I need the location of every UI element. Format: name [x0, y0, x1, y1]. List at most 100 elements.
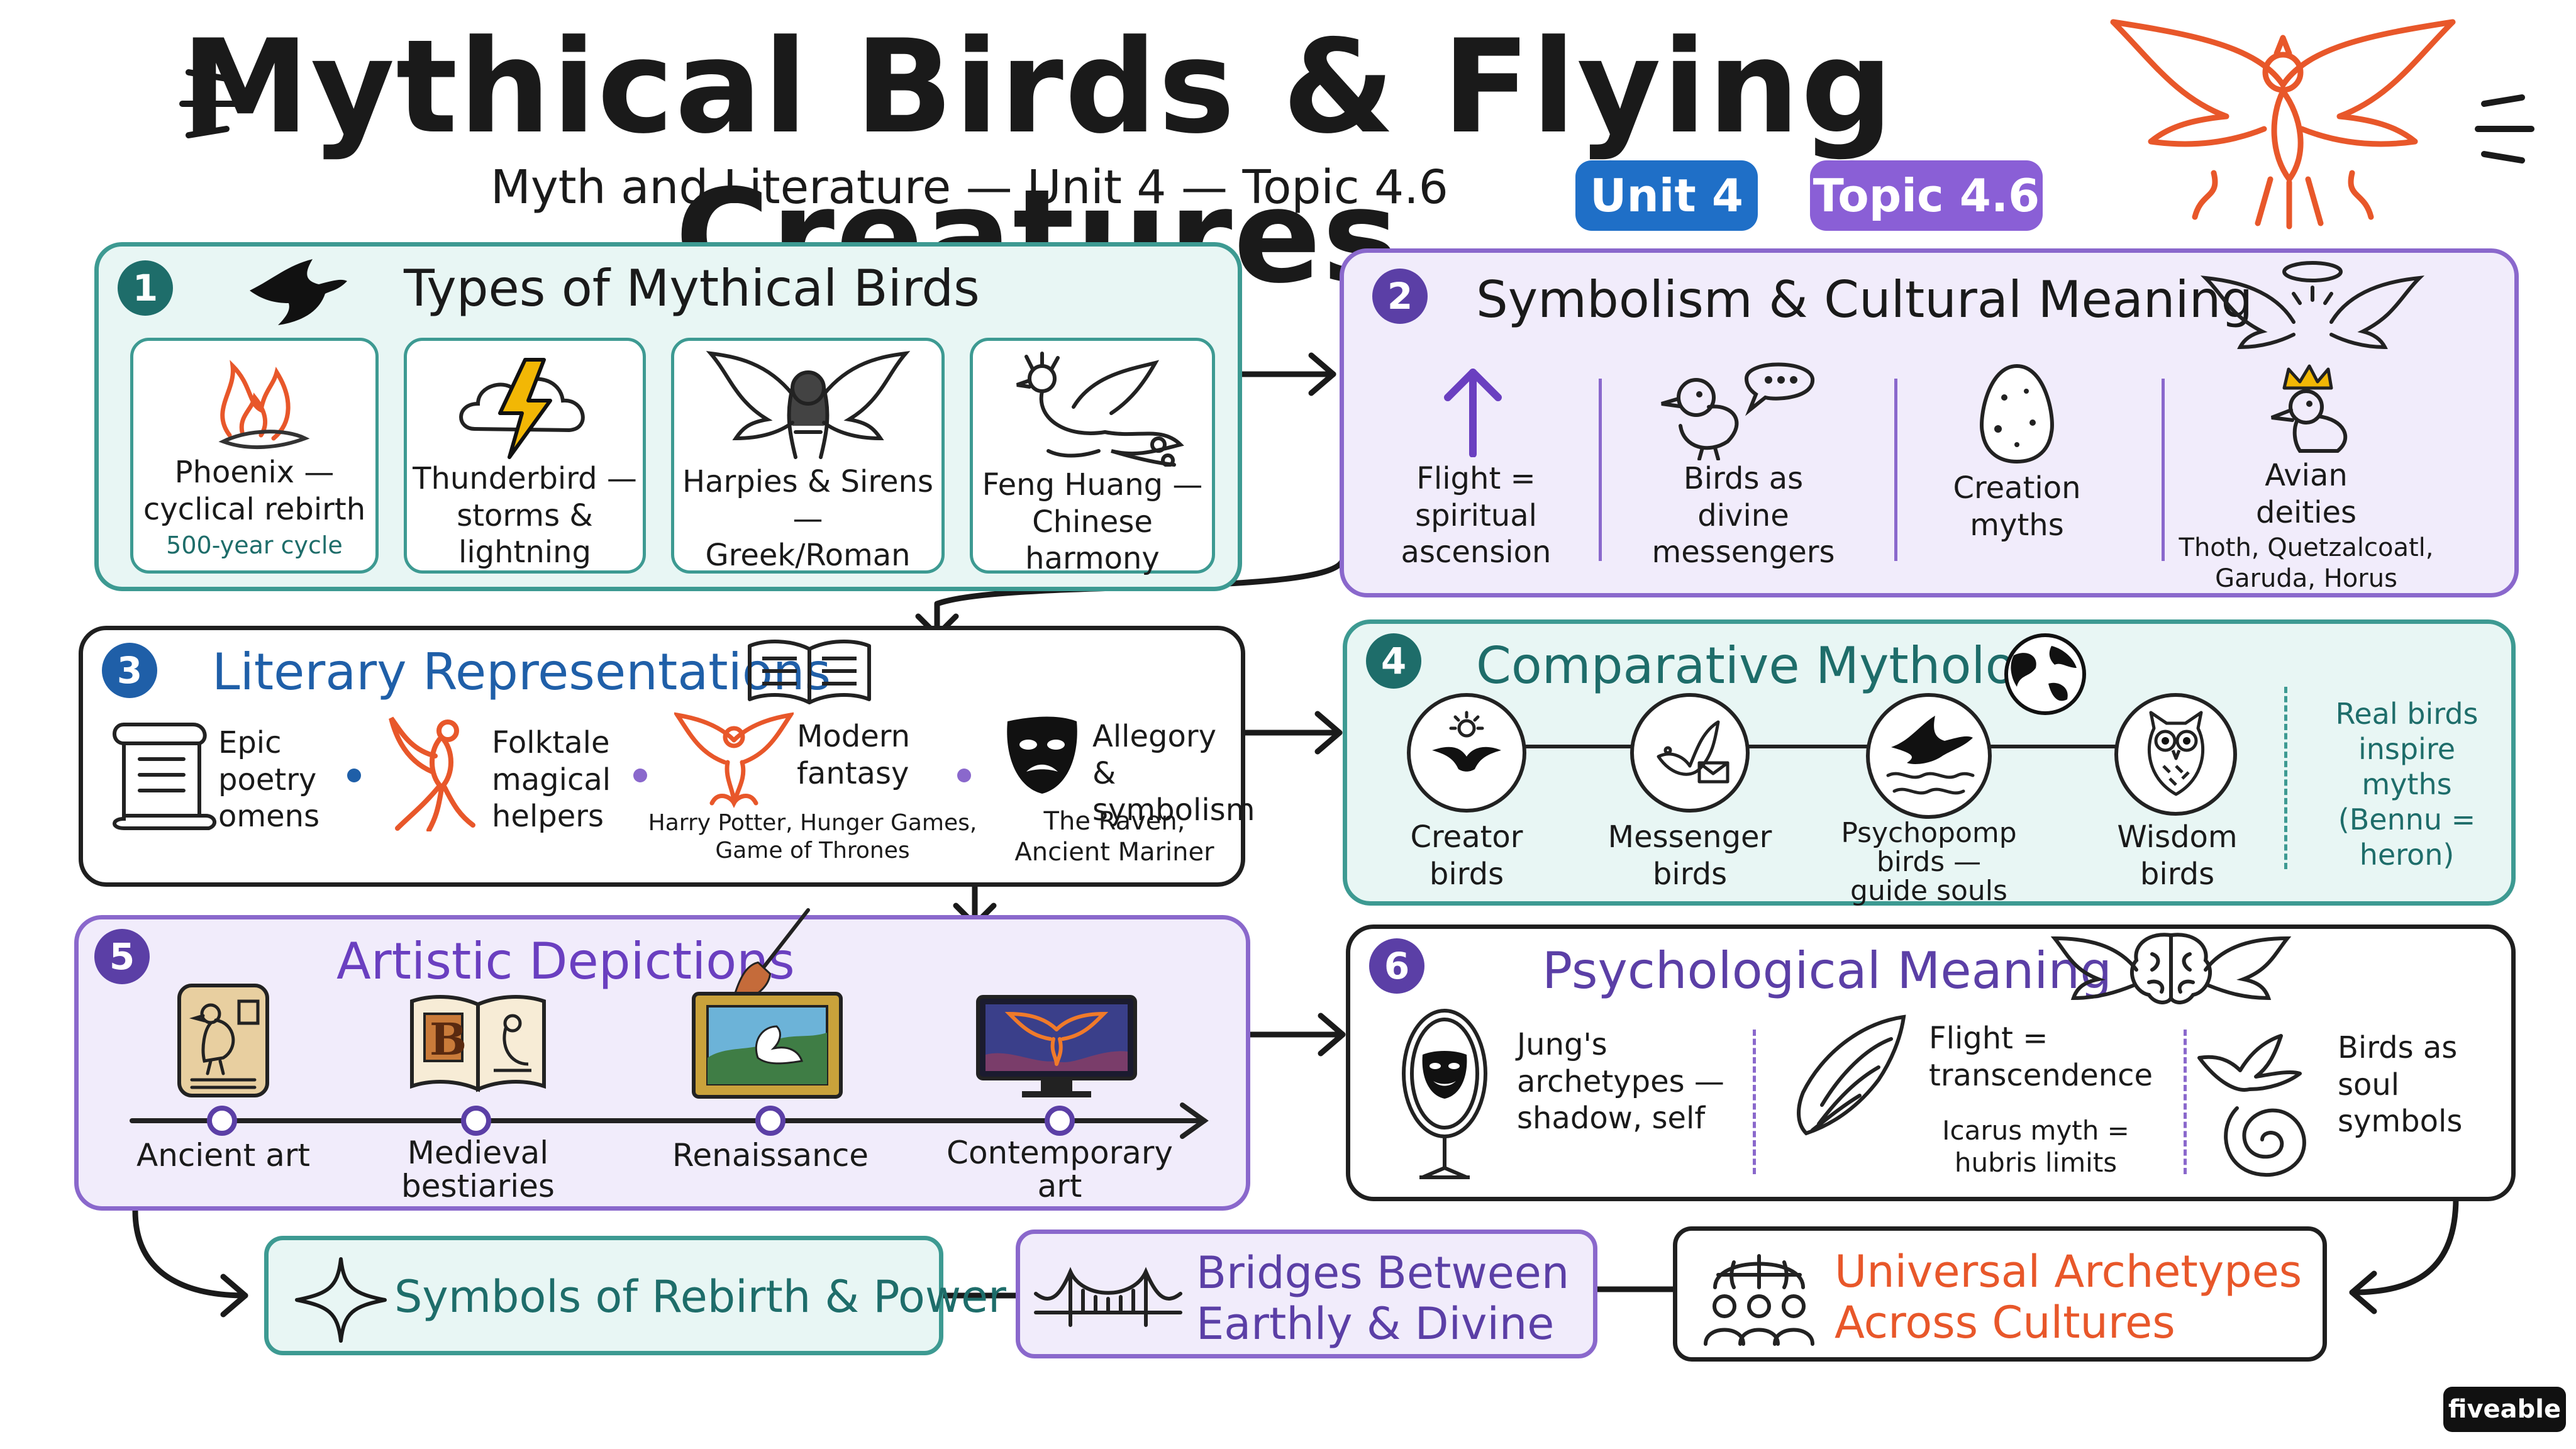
- bullet-dot: [957, 769, 971, 782]
- bridge-icon: [1033, 1262, 1184, 1331]
- divider: [1894, 379, 1897, 561]
- card-feng-huang: Feng Huang — Chinese harmony: [970, 338, 1215, 577]
- circle-psychopomp: [1866, 693, 1992, 819]
- section-title: Literary Representations: [212, 643, 831, 701]
- svg-text:B: B: [430, 1013, 467, 1065]
- timeline-medieval-bestiaries: Medieval bestiaries: [401, 1135, 555, 1204]
- sun-bird-icon: [1426, 709, 1507, 791]
- mirror-mask-icon: [1394, 1004, 1495, 1187]
- circle-wisdom: [2114, 693, 2237, 816]
- circle-messenger: [1630, 693, 1750, 813]
- item-allegory: Allegory & symbolism: [1092, 719, 1255, 828]
- item-icarus-detail: Icarus myth = hubris limits: [1942, 1115, 2129, 1179]
- section-title: Comparative Mythology: [1476, 636, 2078, 695]
- timeline-connector: [1479, 745, 2133, 748]
- egg-icon: [1973, 360, 2061, 467]
- illuminated-book-icon: B: [406, 989, 550, 1096]
- bird-over-water-icon: [1882, 713, 1976, 801]
- fiveable-logo: fiveable: [2443, 1387, 2566, 1432]
- winged-woman-icon: [704, 350, 912, 464]
- card-harpies-sirens: Harpies & Sirens — Greek/Roman: [671, 338, 945, 574]
- bottom-rebirth-power: Symbols of Rebirth & Power: [264, 1236, 1006, 1355]
- item-allegory-detail: The Raven, Ancient Mariner: [1014, 807, 1214, 867]
- lightning-cloud-icon: [450, 353, 601, 460]
- section-number: 6: [1369, 938, 1424, 994]
- bottom-label: Universal Archetypes Across Cultures: [1835, 1246, 2302, 1348]
- section-title: Artistic Depictions: [336, 932, 795, 991]
- sparkle-icon: [294, 1256, 388, 1344]
- dove-letter-icon: [1646, 713, 1734, 794]
- card-label: Feng Huang — Chinese harmony: [982, 467, 1203, 577]
- bottom-label: Symbols of Rebirth & Power: [394, 1271, 1006, 1323]
- bottom-label: Bridges Between Earthly & Divine: [1196, 1247, 1570, 1350]
- divider-dashed: [1753, 1030, 1756, 1174]
- section-number: 1: [118, 260, 173, 316]
- item-creation-myths: Creation myths: [1953, 470, 2081, 543]
- section-number: 2: [1372, 269, 1428, 324]
- owl-icon: [2141, 709, 2211, 801]
- card-phoenix: Phoenix — cyclical rebirth 500-year cycl…: [130, 338, 379, 574]
- bird-icon: [243, 253, 350, 335]
- item-epic-poetry: Epic poetry omens: [218, 725, 320, 835]
- section-title: Symbolism & Cultural Meaning: [1476, 270, 2253, 329]
- card-label: Harpies & Sirens — Greek/Roman: [682, 464, 933, 574]
- item-soul-symbols: Birds as soul symbols: [2338, 1030, 2463, 1140]
- theatre-mask-icon: [998, 712, 1086, 800]
- section-number: 3: [102, 643, 157, 698]
- monitor-phoenix-icon: [972, 992, 1141, 1102]
- section-number: 5: [94, 929, 150, 984]
- section-number: 4: [1366, 633, 1421, 689]
- item-jung-archetypes: Jung's archetypes — shadow, self: [1517, 1027, 1724, 1136]
- hieroglyph-tablet-icon: [173, 979, 274, 1105]
- talking-bird-icon: [1652, 353, 1822, 460]
- side-note-real-birds: Real birds inspire myths (Bennu = heron): [2335, 697, 2479, 872]
- timeline-contemporary-art: Contemporary art: [947, 1135, 1173, 1204]
- divider: [1599, 379, 1602, 561]
- card-label: Thunderbird — storms & lightning: [413, 461, 637, 570]
- item-folktale-helpers: Folktale magical helpers: [492, 725, 611, 835]
- item-modern-fantasy-detail: Harry Potter, Hunger Games, Game of Thro…: [648, 810, 977, 863]
- phoenix-small-icon: [674, 709, 794, 809]
- item-flight-transcendence: Flight = transcendence: [1929, 1021, 2153, 1093]
- item-psychopomp-birds: Psychopomp birds — guide souls: [1841, 817, 2017, 908]
- section-types-of-mythical-birds: 1 Types of Mythical Birds Phoenix — cycl…: [94, 242, 1242, 591]
- globe-icon: [1995, 630, 2096, 718]
- timeline-ancient-art: Ancient art: [136, 1137, 311, 1174]
- globe-people-icon: [1696, 1243, 1822, 1350]
- item-avian-deities: Avian deities: [2255, 458, 2357, 530]
- topic-badge: Topic 4.6: [1810, 160, 2043, 231]
- divider: [2162, 379, 2165, 561]
- bullet-dot: [633, 769, 647, 782]
- bullet-dot: [347, 769, 361, 782]
- wing-icon: [1784, 1011, 1916, 1143]
- divider-dashed: [2284, 687, 2287, 869]
- unit-badge: Unit 4: [1575, 160, 1758, 231]
- section-comparative-mythology: 4 Comparative Mythology Creator birds Me…: [1343, 619, 2516, 906]
- section-symbolism-cultural-meaning: 2 Symbolism & Cultural Meaning Flight = …: [1340, 248, 2519, 597]
- phoenix-icon: [2101, 9, 2465, 236]
- winged-halo-icon: [2199, 253, 2426, 360]
- bottom-universal-archetypes: Universal Archetypes Across Cultures: [1673, 1226, 2327, 1362]
- timeline-line: [130, 1102, 1209, 1139]
- item-divine-messengers: Birds as divine messengers: [1652, 461, 1835, 570]
- circle-creator: [1407, 693, 1526, 813]
- decor-lines-left: [176, 60, 245, 150]
- framed-painting-icon: [689, 989, 846, 1102]
- page-title: Mythical Birds & Flying Creatures: [180, 13, 1895, 312]
- item-messenger-birds: Messenger birds: [1607, 819, 1772, 892]
- item-flight-ascension: Flight = spiritual ascension: [1401, 461, 1552, 570]
- winged-brain-icon: [2048, 926, 2294, 1014]
- fire-bird-icon: [198, 353, 311, 454]
- item-wisdom-birds: Wisdom birds: [2117, 819, 2238, 892]
- up-arrow-icon: [1438, 363, 1507, 457]
- card-thunderbird: Thunderbird — storms & lightning: [404, 338, 646, 574]
- section-literary-representations: 3 Literary Representations Epic poetry o…: [79, 626, 1255, 887]
- item-modern-fantasy: Modern fantasy: [797, 719, 911, 791]
- divider-dashed: [2184, 1030, 2187, 1174]
- card-label: Phoenix — cyclical rebirth: [143, 455, 366, 527]
- section-title: Psychological Meaning: [1542, 941, 2112, 1000]
- open-book-icon: [743, 633, 875, 709]
- item-avian-deities-detail: Thoth, Quetzalcoatl, Garuda, Horus: [2179, 533, 2434, 593]
- scroll-icon: [105, 712, 218, 831]
- card-note: 500-year cycle: [166, 531, 343, 560]
